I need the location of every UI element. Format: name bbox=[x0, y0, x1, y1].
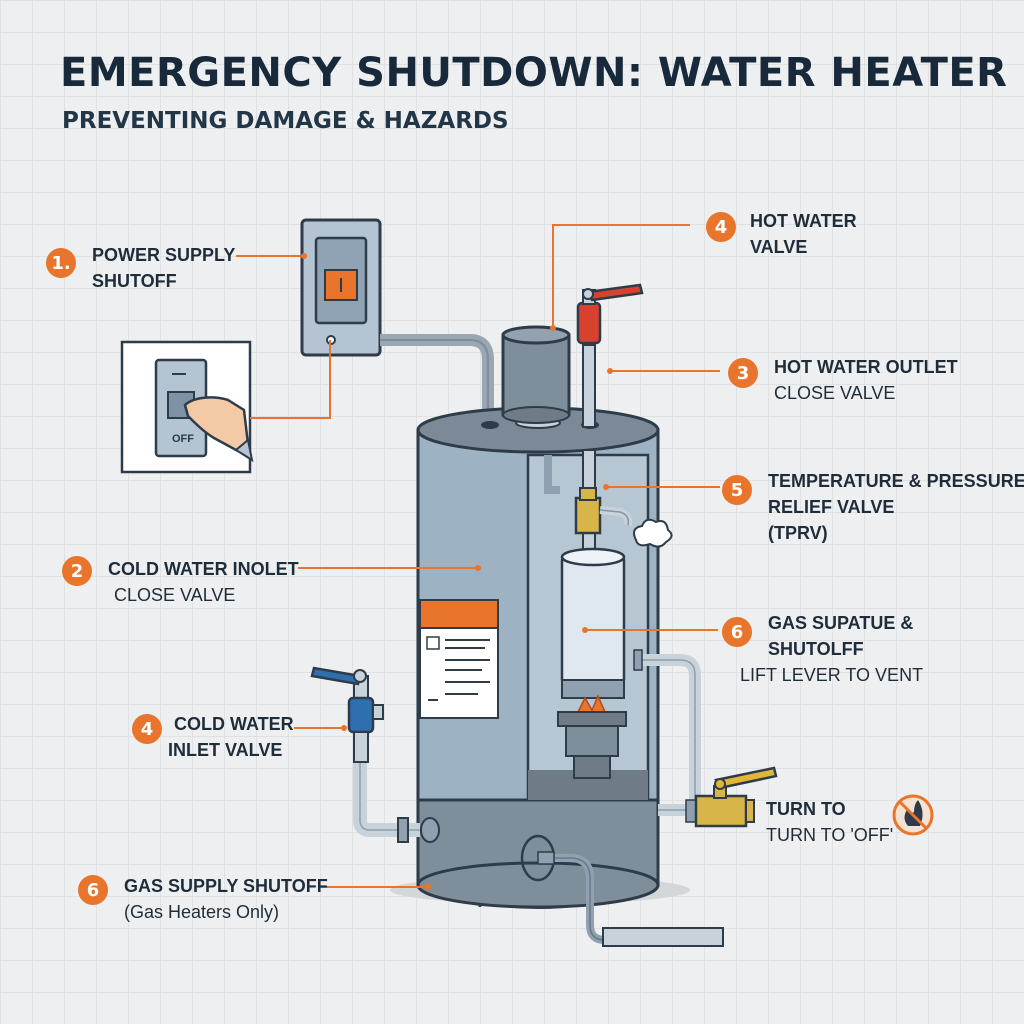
callout-title: COLD WATER bbox=[174, 714, 294, 734]
callout-title: GAS SUPATUE & bbox=[768, 613, 914, 633]
no-flame-icon bbox=[892, 794, 934, 836]
callout-badge-4-cold: 4 bbox=[132, 714, 162, 744]
callout-abbreviation: (TPRV) bbox=[768, 523, 828, 543]
callout-badge-2: 2 bbox=[62, 556, 92, 586]
callout-gas-supply-shutoff: GAS SUPPLY SHUTOFF (Gas Heaters Only) bbox=[124, 873, 328, 925]
wall-switch-inset: OFF bbox=[120, 340, 254, 474]
callout-badge-5: 5 bbox=[722, 475, 752, 505]
switch-leader-line bbox=[250, 340, 331, 419]
callout-leader-lines bbox=[236, 224, 720, 890]
callout-note: (Gas Heaters Only) bbox=[124, 902, 280, 922]
callout-title: POWER SUPPLY bbox=[92, 245, 236, 265]
gas-valve-body bbox=[694, 794, 748, 828]
flue-exhaust bbox=[501, 325, 571, 424]
off-label: OFF bbox=[172, 433, 194, 445]
callout-badge-1: 1. bbox=[46, 248, 76, 278]
hot-valve-handle bbox=[586, 283, 644, 302]
callout-gas-shutoff-vent: GAS SUPATUE & SHUTOLFF LIFT LEVER TO VEN… bbox=[740, 610, 923, 688]
callout-badge-6-left: 6 bbox=[78, 875, 108, 905]
callout-title: TEMPERATURE & PRESSURE bbox=[768, 471, 1024, 491]
callout-subtitle: CLOSE VALVE bbox=[114, 585, 236, 605]
floor-gas-line bbox=[537, 851, 724, 947]
callout-title: COLD WATER INOLET bbox=[108, 559, 299, 579]
callout-subtitle: TURN TO 'OFF' bbox=[766, 825, 894, 845]
callout-subtitle: SHUTOLFF bbox=[768, 639, 864, 659]
callout-title: TURN TO bbox=[766, 799, 846, 819]
callout-subtitle: RELIEF VALVE bbox=[768, 497, 895, 517]
callout-subtitle: INLET VALVE bbox=[168, 740, 283, 760]
hot-water-valve bbox=[576, 283, 644, 428]
callout-title: GAS SUPPLY SHUTOFF bbox=[124, 876, 328, 896]
callout-badge-3: 3 bbox=[728, 358, 758, 388]
callout-instruction: LIFT LEVER TO VENT bbox=[740, 665, 924, 685]
callout-cold-water-inlet: COLD WATER INOLET CLOSE VALVE bbox=[108, 556, 299, 608]
callout-subtitle: VALVE bbox=[750, 237, 808, 257]
water-heater-tank bbox=[416, 406, 660, 909]
inner-tank bbox=[560, 553, 626, 687]
callout-hot-water-outlet: HOT WATER OUTLET CLOSE VALVE bbox=[774, 354, 958, 406]
cold-water-inlet-valve bbox=[310, 666, 440, 843]
breaker-panel bbox=[300, 218, 382, 357]
callout-badge-6-right: 6 bbox=[722, 617, 752, 647]
steam-icon bbox=[633, 518, 673, 548]
page-subtitle: PREVENTING DAMAGE & HAZARDS bbox=[62, 108, 509, 134]
page-title: EMERGENCY SHUTDOWN: WATER HEATER bbox=[60, 50, 1008, 96]
callout-turn-to-off: TURN TO TURN TO 'OFF' bbox=[766, 796, 893, 848]
warning-label bbox=[419, 599, 499, 719]
power-conduit bbox=[380, 334, 494, 428]
callout-title: HOT WATER bbox=[750, 211, 857, 231]
callout-hot-water-valve: HOT WATER VALVE bbox=[750, 208, 857, 260]
callout-subtitle: CLOSE VALVE bbox=[774, 383, 896, 403]
gas-supply-pipe bbox=[633, 649, 778, 828]
gas-burner bbox=[557, 694, 627, 779]
callout-cold-water-inlet-valve: COLD WATER INLET VALVE bbox=[168, 711, 294, 763]
callout-tpr-valve: TEMPERATURE & PRESSURE RELIEF VALVE (TPR… bbox=[768, 468, 1024, 546]
callout-title: HOT WATER OUTLET bbox=[774, 357, 958, 377]
callout-power-supply-shutoff: POWER SUPPLY SHUTOFF bbox=[92, 242, 235, 294]
callout-subtitle: SHUTOFF bbox=[92, 271, 177, 291]
tpr-valve bbox=[574, 487, 673, 548]
callout-badge-4-hot: 4 bbox=[706, 212, 736, 242]
cold-valve-handle bbox=[310, 666, 362, 686]
